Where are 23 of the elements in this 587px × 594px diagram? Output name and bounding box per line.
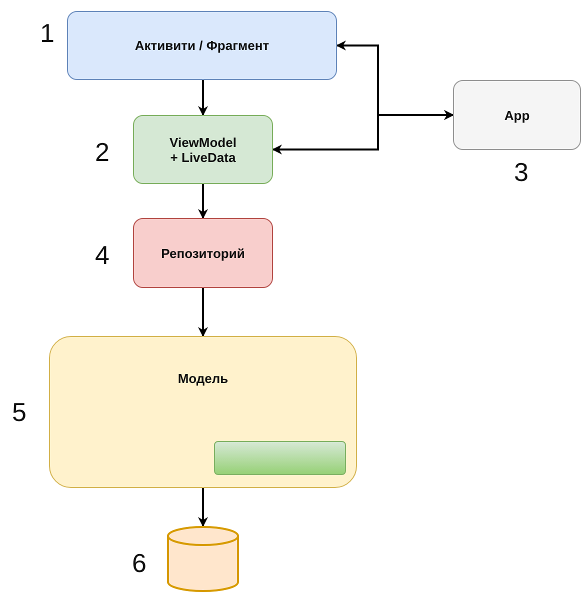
node-label: App bbox=[504, 108, 530, 122]
database-cylinder bbox=[166, 526, 240, 592]
viewmodel-box bbox=[133, 115, 273, 184]
arrow bbox=[198, 80, 208, 116]
callout-number: 3 bbox=[514, 157, 528, 188]
activity-box bbox=[67, 11, 337, 80]
node-label: Модель bbox=[178, 371, 228, 386]
callout-number: 1 bbox=[40, 18, 54, 49]
callout-number: 6 bbox=[132, 548, 146, 579]
app-box bbox=[453, 80, 581, 150]
node-label: Активити / Фрагмент bbox=[134, 38, 270, 53]
callout-number: 2 bbox=[95, 137, 110, 168]
arrow bbox=[198, 288, 208, 337]
arrow bbox=[272, 110, 454, 154]
repository-box bbox=[133, 218, 273, 288]
storage-layer-bar bbox=[214, 441, 346, 475]
model-container bbox=[49, 336, 357, 488]
callout-number: 5 bbox=[12, 397, 26, 428]
node-label: ViewModel + LiveData bbox=[168, 134, 238, 164]
arrow bbox=[198, 184, 208, 219]
callout-number: 4 bbox=[95, 240, 110, 271]
node-label: Репозиторий bbox=[161, 246, 245, 260]
arrow bbox=[198, 488, 208, 527]
